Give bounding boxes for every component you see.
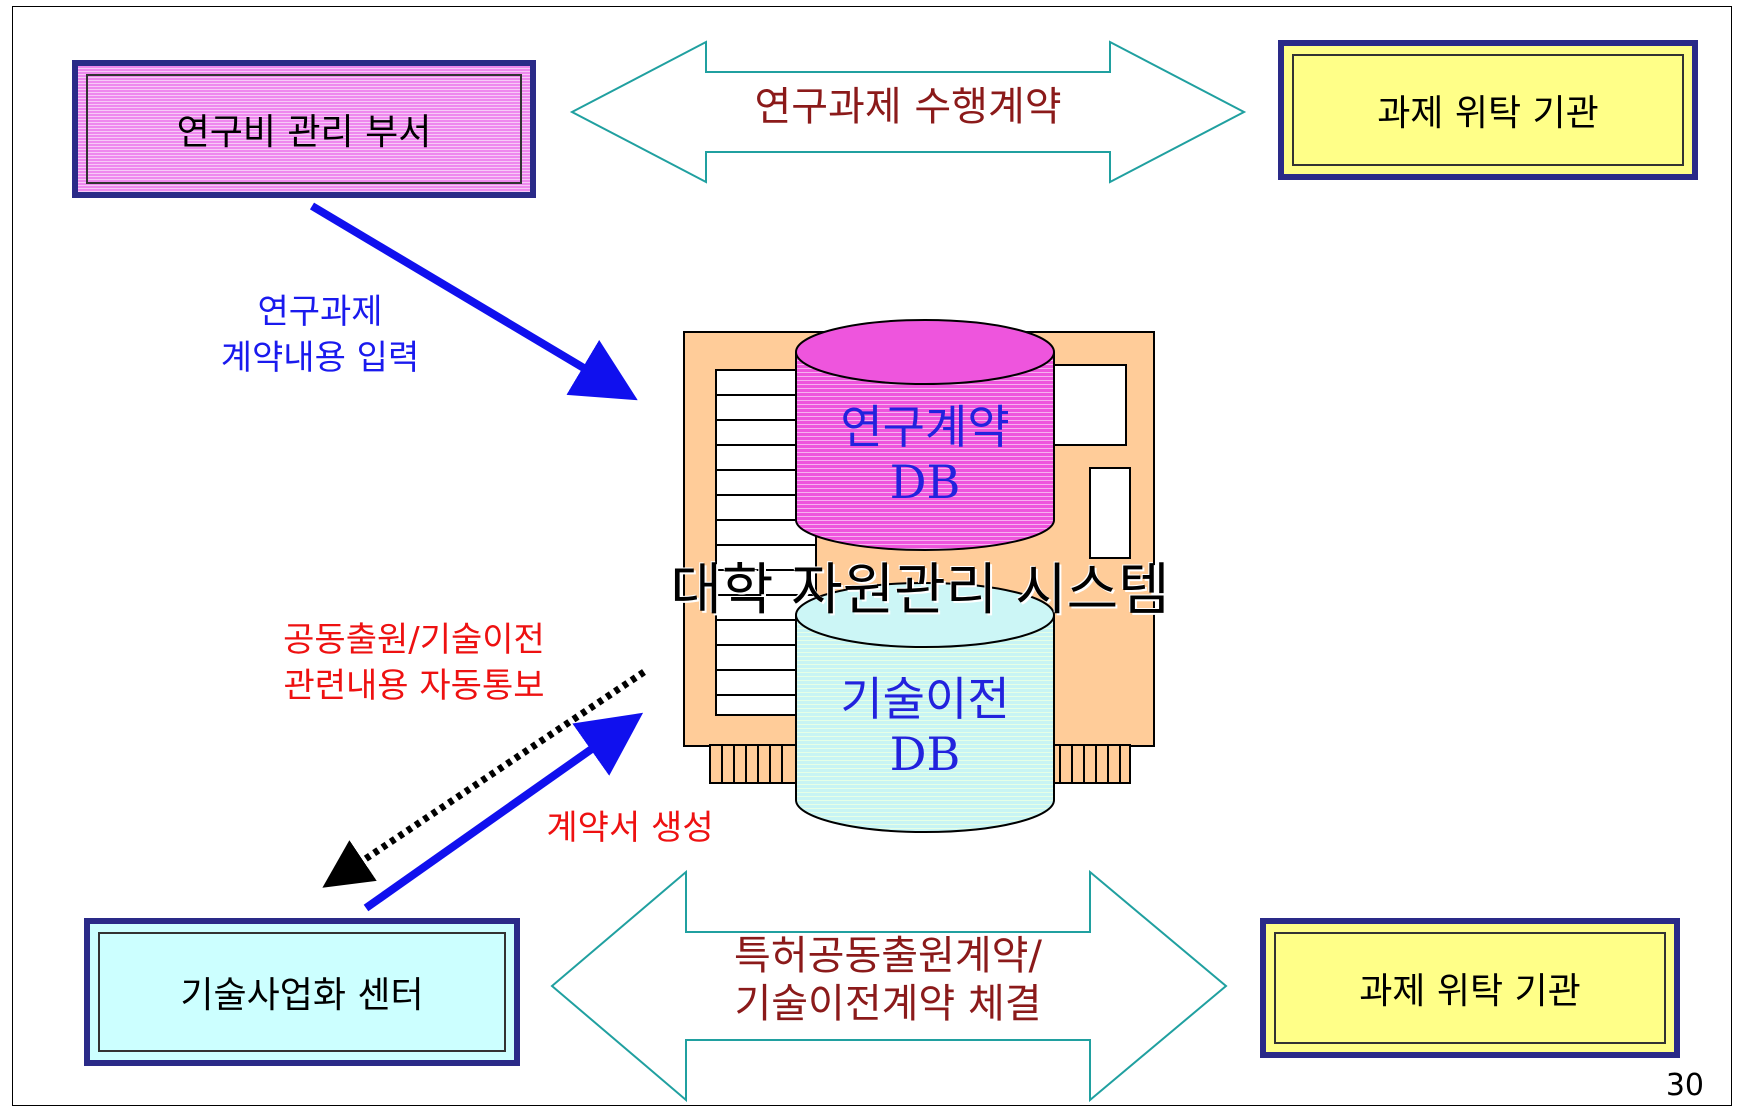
input-arrow [309,202,638,401]
research-contract-db-label-line2: DB [889,455,961,510]
notify-arrow-label: 공동출원/기술이전 관련내용 자동통보 [236,618,592,710]
research-contract-db-label: 연구계약 DB [796,400,1054,510]
input-arrow-label: 연구과제 계약내용 입력 [190,290,450,382]
research-budget-dept-box: 연구비 관리 부서 [72,60,536,198]
commissioning-org-bottom-box: 과제 위탁 기관 [1260,918,1680,1058]
commissioning-org-top-box: 과제 위탁 기관 [1278,40,1698,180]
generate-contract-arrow [363,712,644,912]
system-title: 대학 자원관리 시스템 [670,558,1170,623]
input-arrow-label-line1: 연구과제 [257,292,383,332]
bottom-double-arrow [550,869,1228,1103]
bottom-arrow-label-line2: 기술이전계약 체결 [734,981,1042,1027]
top-double-arrow [569,40,1247,184]
input-arrow-label-line2: 계약내용 입력 [220,337,420,378]
tech-commercialization-center-label: 기술사업화 센터 [180,975,424,1016]
tech-transfer-db-label-line2: DB [889,727,961,782]
page-number: 30 [1665,1068,1704,1103]
commissioning-org-top-label: 과제 위탁 기관 [1377,93,1599,134]
notify-arrow-label-line1: 공동출원/기술이전 [283,620,545,660]
slide-frame [12,6,1732,1106]
bottom-arrow-label-line1: 특허공동출원계약/ [734,933,1042,979]
research-contract-db-label-line1: 연구계약 [840,400,1010,454]
commissioning-org-bottom-label: 과제 위탁 기관 [1359,971,1581,1012]
research-budget-dept-label: 연구비 관리 부서 [176,112,432,153]
top-arrow-label: 연구과제 수행계약 [754,84,1062,130]
bottom-arrow-label: 특허공동출원계약/ 기술이전계약 체결 [686,932,1090,1028]
tech-transfer-db-cylinder [795,582,1055,833]
tech-transfer-db-label-line1: 기술이전 [840,672,1010,726]
tech-transfer-db-label: 기술이전 DB [796,672,1054,782]
auto-notify-arrow [322,669,646,888]
generate-arrow-label: 계약서 생성 [546,808,714,848]
research-contract-db-cylinder [795,319,1055,551]
tech-commercialization-center-box: 기술사업화 센터 [84,918,520,1066]
notify-arrow-label-line2: 관련내용 자동통보 [283,665,545,706]
